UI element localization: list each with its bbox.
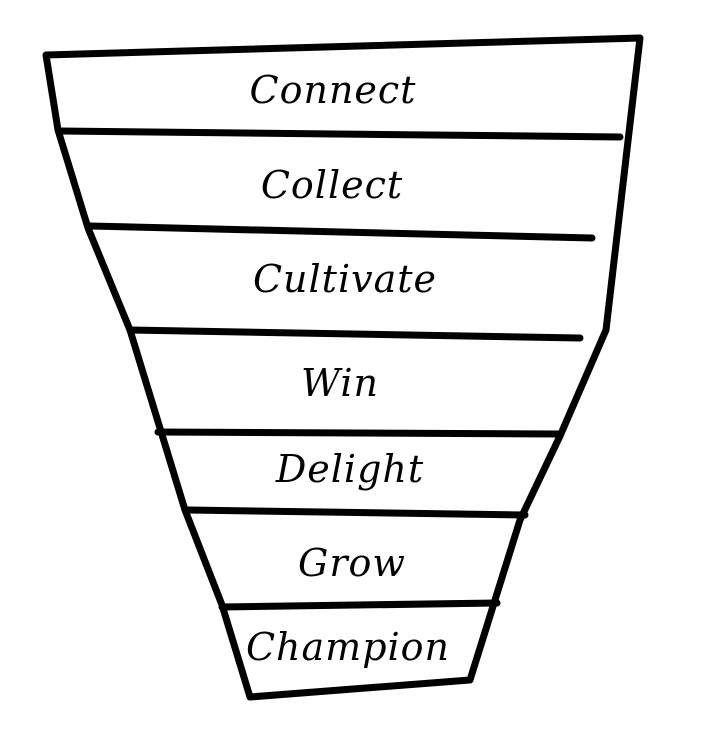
stage-label-delight: Delight: [275, 447, 424, 491]
stage-label-champion: Champion: [246, 625, 450, 669]
divider-line-3: [126, 326, 584, 342]
stage-label-collect: Collect: [261, 163, 403, 207]
divider-line-2: [86, 222, 596, 242]
divider-line-1: [56, 127, 624, 141]
divider-line-5: [184, 506, 529, 519]
divider-line-4: [154, 428, 562, 438]
stage-label-connect: Connect: [250, 68, 417, 112]
stage-label-grow: Grow: [298, 541, 406, 585]
stage-label-cultivate: Cultivate: [253, 257, 437, 301]
divider-line-6: [218, 599, 501, 611]
stage-label-win: Win: [301, 361, 379, 405]
